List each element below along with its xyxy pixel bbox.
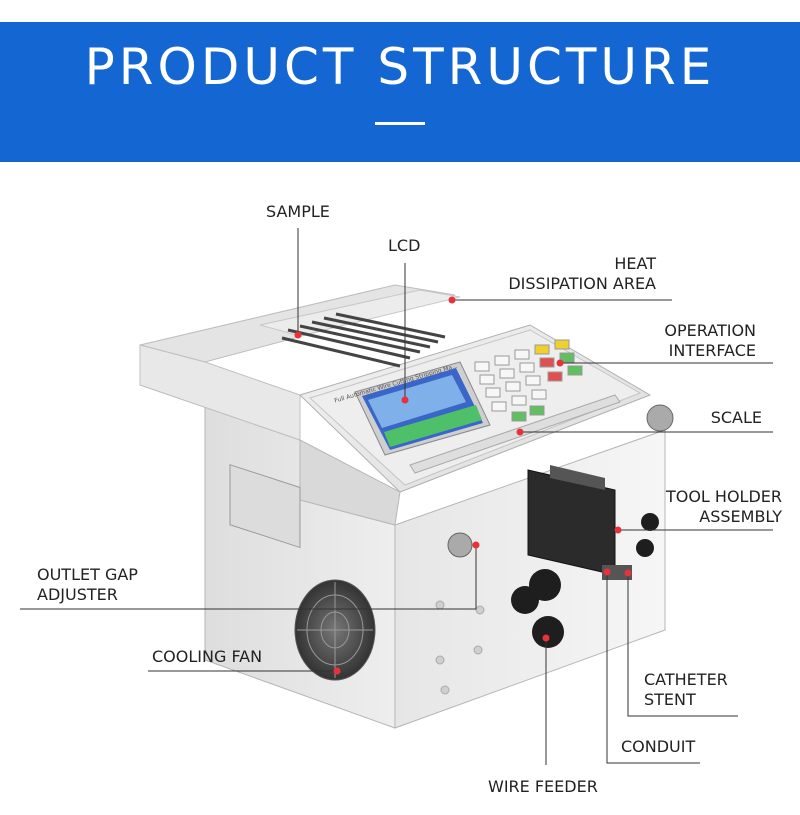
scale-ruler <box>409 394 621 474</box>
label-catheter-stent-line1: CATHETER <box>644 670 728 689</box>
label-tool-holder-line1: TOOL HOLDER <box>665 487 782 506</box>
label-wire-feeder: WIRE FEEDER <box>488 777 598 796</box>
title-underline <box>375 122 425 125</box>
heat-dissipation-top <box>259 289 461 337</box>
marker-dots <box>294 296 632 675</box>
label-operation-interface-line1: OPERATION <box>664 321 756 340</box>
label-operation-interface-line2: INTERFACE <box>668 341 756 360</box>
keypad <box>474 349 547 412</box>
label-sample: SAMPLE <box>266 202 330 221</box>
page-title: PRODUCT STRUCTURE <box>84 38 716 96</box>
header-banner <box>0 22 800 162</box>
sample-wires <box>281 312 446 368</box>
label-outlet-gap-line1: OUTLET GAP <box>37 565 138 584</box>
leader-lines <box>20 228 773 765</box>
label-cooling-fan: COOLING FAN <box>152 647 263 666</box>
label-heat-dissipation-line1: HEAT <box>614 254 656 273</box>
cooling-fan-graphic <box>294 579 376 681</box>
label-tool-holder-line2: ASSEMBLY <box>699 507 782 526</box>
label-lcd: LCD <box>388 236 421 255</box>
side-window <box>229 464 301 549</box>
label-outlet-gap-line2: ADJUSTER <box>37 585 118 604</box>
label-catheter-stent-line2: STENT <box>644 690 696 709</box>
label-conduit: CONDUIT <box>621 737 696 756</box>
label-heat-dissipation-line2: DISSIPATION AREA <box>508 274 656 293</box>
label-scale: SCALE <box>710 408 762 427</box>
